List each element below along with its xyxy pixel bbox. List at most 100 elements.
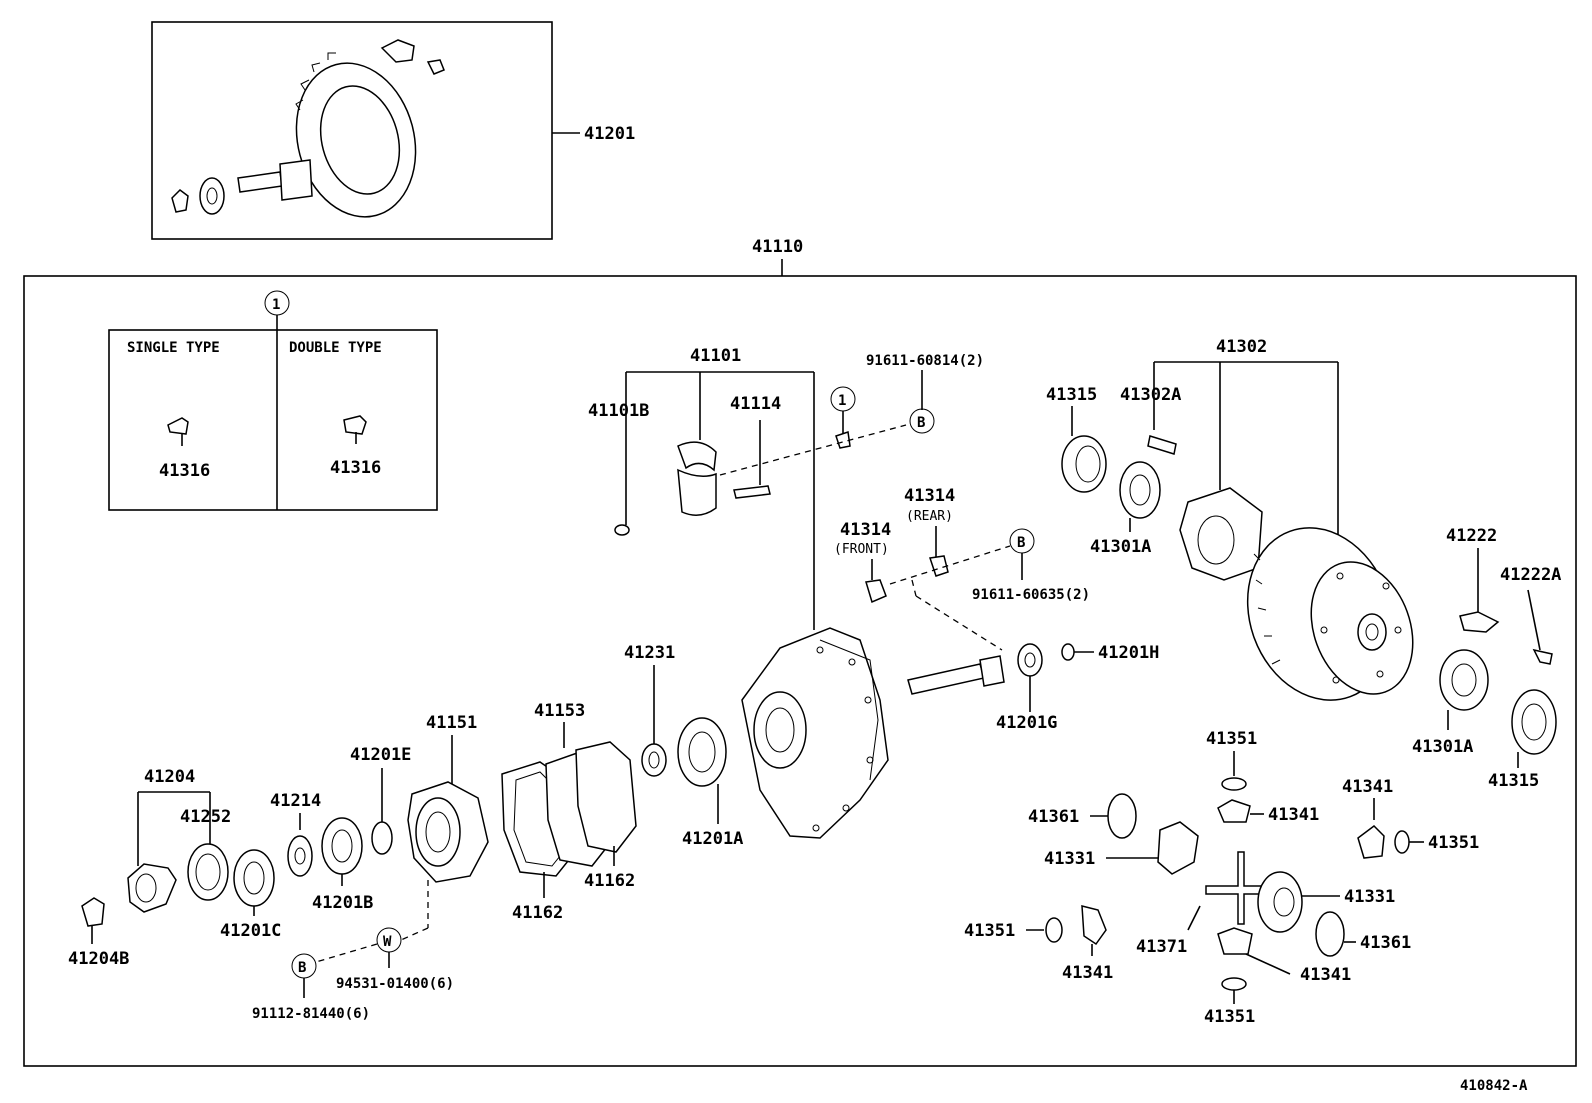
label-41351-top: 41351 [1206, 729, 1257, 749]
drive-pinion-group: 41201G 41201H [907, 643, 1159, 733]
pinion-bearing-icon [1017, 643, 1043, 677]
double-part-label: 41316 [330, 458, 381, 478]
label-41222a: 41222A [1500, 565, 1561, 585]
side-bearing-icon [1119, 461, 1161, 519]
collapsible-spacer-icon [641, 743, 667, 777]
label-41153: 41153 [534, 701, 585, 721]
front-note: (FRONT) [834, 542, 889, 557]
label-41341-bottom: 41341 [1300, 965, 1351, 985]
bracket-icon [380, 39, 415, 63]
companion-flange-icon [127, 863, 177, 913]
pinion-gear-icon [237, 159, 313, 201]
bearing-icon [199, 177, 225, 215]
drive-pinion-icon [907, 663, 985, 695]
side-gear-right-icon [1257, 871, 1303, 933]
cap-bolt-icon [733, 485, 771, 499]
marker-b-2: B [1017, 535, 1025, 551]
pinion-gear-bottom-icon [1217, 927, 1253, 955]
bearing-retainer-group: 41151 41201E [350, 713, 489, 928]
case-half-icon [1179, 487, 1263, 581]
label-41301a-top: 41301A [1090, 537, 1151, 557]
label-41101b: 41101B [588, 401, 649, 421]
label-41201a: 41201A [682, 829, 743, 849]
case-bolt-icon [1147, 435, 1177, 455]
side-gear-left-icon [1157, 821, 1199, 875]
front-bearing-icon [321, 817, 363, 875]
oil-slinger-icon [287, 835, 313, 877]
gasket-3-icon [575, 741, 637, 853]
side-bearing-right-icon [1439, 649, 1489, 711]
lock-plate-front-icon [865, 579, 887, 604]
label-41162-left: 41162 [512, 903, 563, 923]
label-41331-left: 41331 [1044, 849, 1095, 869]
figure-code: 410842-A [1460, 1078, 1528, 1094]
pinion-bearing-group: 41231 41201A [624, 643, 743, 849]
label-41371: 41371 [1136, 937, 1187, 957]
label-41314-front: 41314 [840, 520, 891, 540]
label-41204: 41204 [144, 767, 195, 787]
ring-pinion-box: 41201 [151, 21, 635, 240]
marker-w: W [383, 934, 392, 950]
adjusting-nut-right-icon [1511, 689, 1557, 755]
bolt-91112-81440: 91112-81440(6) [252, 1006, 370, 1022]
bolt-91611-60635: 91611-60635(2) [972, 587, 1090, 603]
label-41302a: 41302A [1120, 385, 1181, 405]
label-41201c: 41201C [220, 921, 281, 941]
dust-deflector-icon [187, 843, 229, 901]
label-41222: 41222 [1446, 526, 1497, 546]
thrust-washer-bottom-icon [1221, 977, 1247, 991]
double-bracket-icon [343, 415, 367, 435]
diff-internals-group: 41351 41341 41361 41331 41341 41351 4133… [964, 729, 1479, 1027]
label-41341-right: 41341 [1342, 777, 1393, 797]
label-41162-right: 41162 [584, 871, 635, 891]
lock-bracket-icon [1459, 611, 1500, 633]
label-41351-left: 41351 [964, 921, 1015, 941]
bolt-icon [426, 59, 445, 75]
adjusting-nut-icon [1061, 435, 1107, 493]
label-41315-top: 41315 [1046, 385, 1097, 405]
oil-seal-icon [233, 849, 275, 907]
pinion-bearing-race-icon [677, 717, 727, 787]
side-washer-left-icon [1107, 793, 1137, 839]
label-41331-right: 41331 [1344, 887, 1395, 907]
thrust-washer-top-icon [1221, 777, 1247, 791]
label-41214: 41214 [270, 791, 321, 811]
lock-plate-icon [835, 431, 851, 449]
pinion-shaft-spider-icon [1205, 851, 1273, 925]
type-legend: 1 SINGLE TYPE DOUBLE TYPE 41316 41316 [108, 290, 438, 511]
ring-gear-icon [295, 52, 417, 218]
rear-note: (REAR) [906, 509, 953, 524]
bolt-91611-60814: 91611-60814(2) [866, 353, 984, 369]
adjusting-nut-lock-group: 41314 (REAR) 41314 (FRONT) B 91611-60635… [834, 486, 1090, 651]
label-41110: 41110 [752, 237, 803, 257]
spacer-icon [1061, 643, 1075, 661]
label-41302: 41302 [1216, 337, 1267, 357]
label-41361-right: 41361 [1360, 933, 1411, 953]
label-41114: 41114 [730, 394, 781, 414]
single-type-label: SINGLE TYPE [127, 340, 220, 356]
legend-marker: 1 [272, 297, 280, 313]
label-41201: 41201 [584, 124, 635, 144]
flange-nut-icon [81, 897, 105, 927]
pinion-gear-left-icon [1081, 905, 1107, 946]
label-41201e: 41201E [350, 745, 411, 765]
retainer-bolt-markers: W B 94531-01400(6) 91112-81440(6) [252, 927, 454, 1022]
label-41341-left: 41341 [1062, 963, 1113, 983]
thrust-washer-left-icon [1045, 917, 1063, 943]
marker-b-1: B [917, 415, 925, 431]
bolt-94531-01400: 94531-01400(6) [336, 976, 454, 992]
front-seal-group: 41214 41201B 41201C 41204 41252 41204B [68, 767, 373, 969]
nut-icon [171, 189, 189, 213]
label-41151: 41151 [426, 713, 477, 733]
label-41351-bottom: 41351 [1204, 1007, 1255, 1027]
marker-b-3: B [298, 960, 306, 976]
label-41204b: 41204B [68, 949, 129, 969]
double-type-label: DOUBLE TYPE [289, 340, 382, 356]
label-41101: 41101 [690, 346, 741, 366]
label-41252: 41252 [180, 807, 231, 827]
pinion-gear-right-icon [1357, 825, 1385, 859]
side-washer-right-icon [1315, 911, 1345, 957]
label-41314-rear: 41314 [904, 486, 955, 506]
label-41361-left: 41361 [1028, 807, 1079, 827]
